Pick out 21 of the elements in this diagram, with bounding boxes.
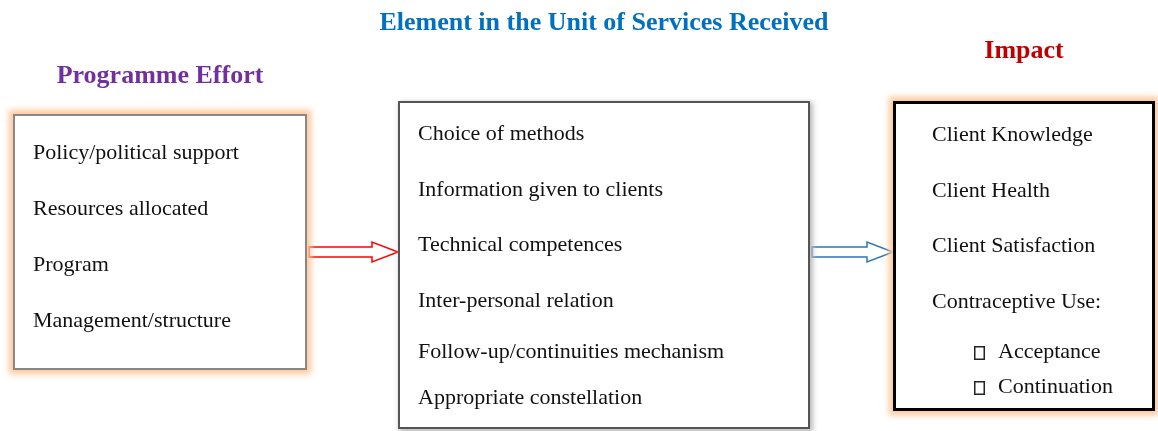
list-item: Continuation (998, 373, 1113, 399)
list-item: Program (33, 251, 109, 277)
list-item: Information given to clients (418, 176, 663, 202)
list-item: Inter-personal relation (418, 287, 614, 313)
list-item: Technical competences (418, 231, 623, 257)
list-item: Contraceptive Use: (932, 288, 1102, 314)
list-item: Choice of methods (418, 120, 585, 146)
column-heading: Programme Effort (55, 59, 265, 91)
list-item: Policy/political support (33, 139, 239, 165)
list-item: Management/structure (33, 307, 231, 333)
list-item: Appropriate constellation (418, 384, 643, 410)
list-item: Client Health (932, 177, 1050, 203)
list-item: Client Satisfaction (932, 232, 1096, 258)
column-heading: Element in the Unit of Services Received (378, 6, 830, 38)
block-arrow (308, 240, 401, 264)
list-item: Follow-up/continuities mechanism (418, 338, 725, 364)
list-item: Client Knowledge (932, 121, 1093, 147)
list-item: Acceptance (998, 338, 1101, 364)
block-arrow (811, 240, 896, 264)
list-item: Resources allocated (33, 195, 209, 221)
column-heading: Impact (983, 34, 1065, 66)
